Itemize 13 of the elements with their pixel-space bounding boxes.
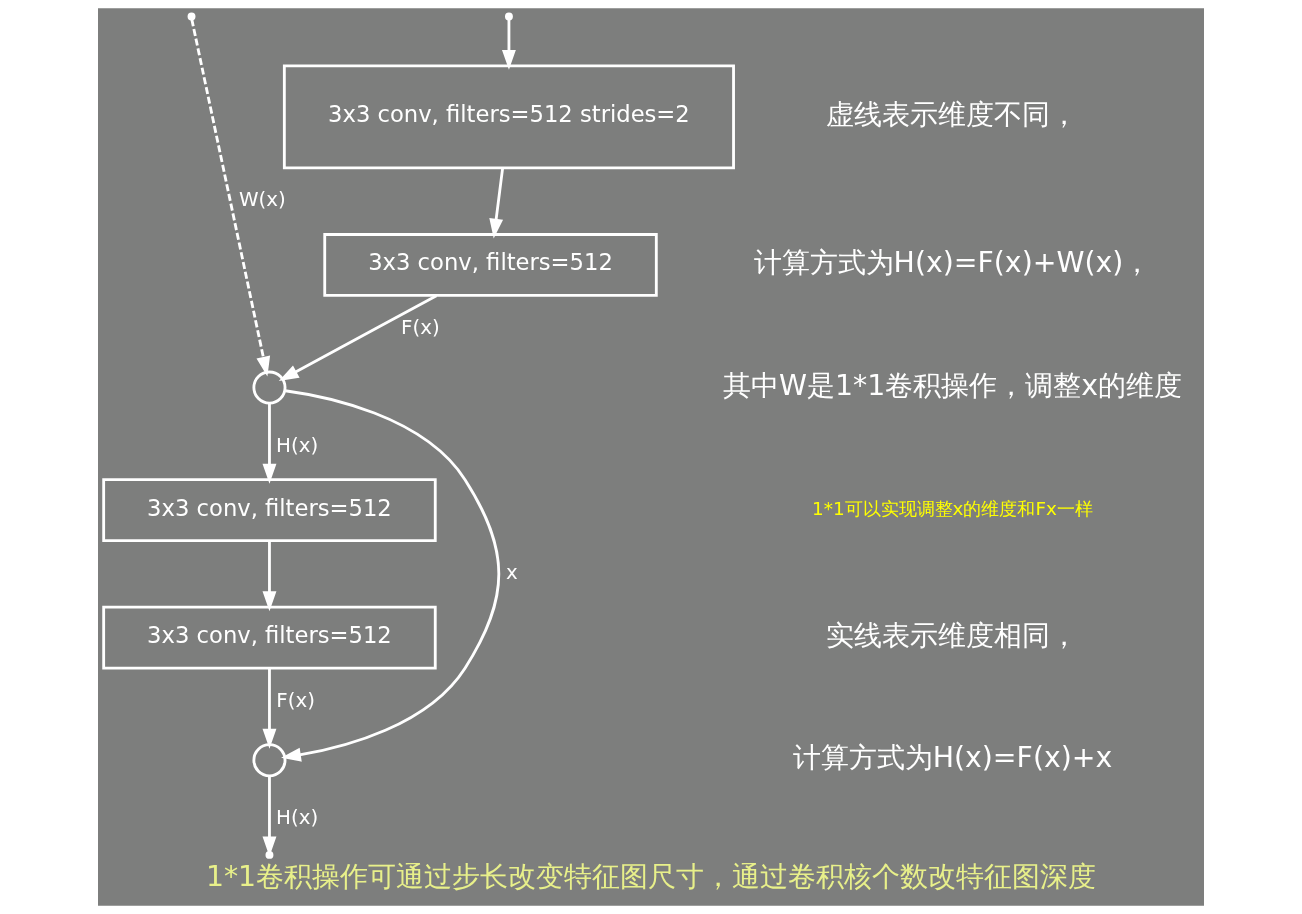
edge-label: x xyxy=(505,561,518,585)
label: 计算方式为H(x)=F(x)+W(x)， xyxy=(753,246,1152,280)
label: 其中W是1*1卷积操作，调整x的维度 xyxy=(722,368,1182,402)
caption: 1*1卷积操作可通过步长改变特征图尺寸，通过卷积核个数改特征图深度 xyxy=(205,859,1097,893)
label: 1*1可以实现调整x的维度和Fx一样 xyxy=(811,497,1093,519)
edge-label: F(x) xyxy=(276,688,315,712)
edge-label: H(x) xyxy=(276,433,319,457)
label: 计算方式为H(x)=F(x)+x xyxy=(792,741,1113,775)
label: 虚线表示维度不同， xyxy=(826,98,1079,131)
edge-label: F(x) xyxy=(401,316,440,339)
edge-label: W(x) xyxy=(238,188,286,212)
edge-label: H(x) xyxy=(276,806,319,830)
label: 实线表示维度相同， xyxy=(826,618,1079,652)
